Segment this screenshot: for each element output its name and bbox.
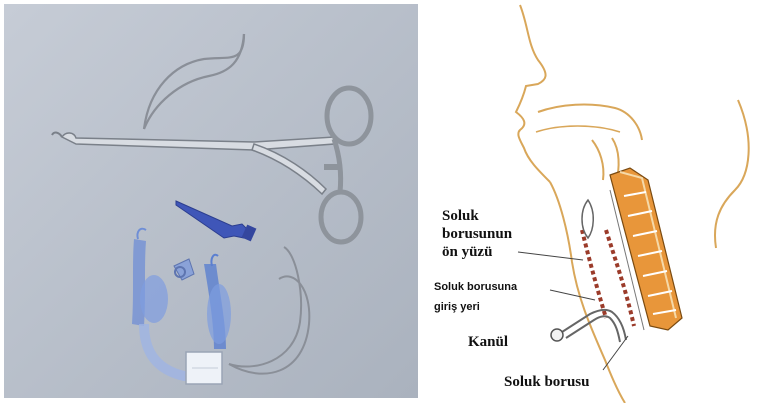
face-profile <box>516 5 550 182</box>
lower-wire-loop <box>229 247 309 374</box>
blue-dilator <box>176 201 256 241</box>
cannula-tube <box>562 310 626 342</box>
label-entry-2: giriş yeri <box>434 300 480 314</box>
pharynx <box>592 140 603 180</box>
spine <box>610 168 682 330</box>
instruments-photo <box>4 4 418 398</box>
back-of-head <box>715 100 749 248</box>
upper-wire-loop <box>144 34 244 129</box>
label-cannula: Kanül <box>468 334 508 351</box>
instruments-illustration <box>4 4 418 398</box>
label-trachea: Soluk borusu <box>504 374 589 391</box>
label-entry-1: Soluk borusuna <box>434 280 517 294</box>
tracheostomy-diagram: Soluk borusunun ön yüzü Soluk borusuna g… <box>420 0 761 403</box>
cannula-end <box>551 329 563 341</box>
label-front-wall-1: Soluk <box>442 208 479 225</box>
label-front-wall-2: borusunun <box>442 226 512 243</box>
label-front-wall-3: ön yüzü <box>442 244 492 261</box>
trachea-walls <box>582 230 634 326</box>
hook-tip <box>52 133 62 137</box>
oral-cavity <box>538 105 642 140</box>
cannula-set <box>132 229 231 384</box>
